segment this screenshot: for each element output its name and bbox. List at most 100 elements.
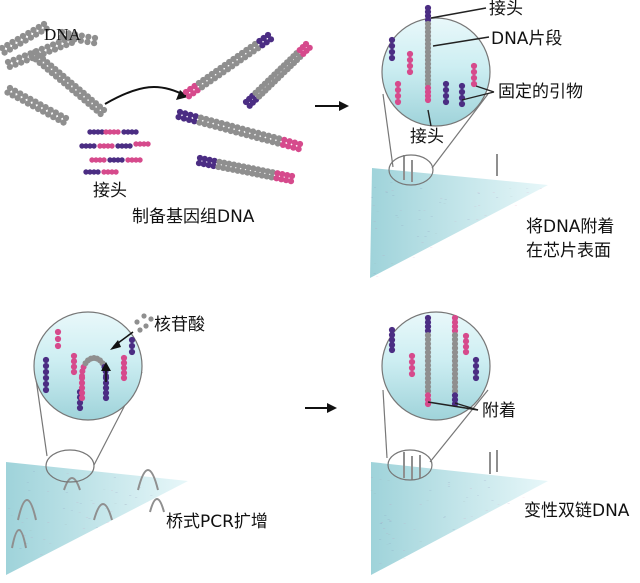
bead <box>19 97 26 104</box>
bead <box>42 374 50 382</box>
bead <box>191 118 198 125</box>
bead <box>101 169 107 175</box>
zoom-line <box>431 93 489 169</box>
bead <box>120 364 128 372</box>
bead <box>57 44 64 51</box>
bead <box>190 90 197 97</box>
bead <box>115 157 121 163</box>
bead <box>113 169 119 175</box>
bead <box>295 146 302 153</box>
bead <box>274 170 281 177</box>
chip-surface <box>370 168 548 278</box>
bead <box>83 169 89 175</box>
bead <box>87 143 93 149</box>
bead <box>48 70 56 77</box>
bead <box>250 165 257 172</box>
bead <box>78 384 86 392</box>
bead <box>424 366 432 373</box>
bead <box>234 124 241 131</box>
bead <box>56 76 64 83</box>
bead <box>111 129 117 135</box>
bead <box>52 109 59 116</box>
bead <box>16 54 23 61</box>
bead <box>213 67 220 75</box>
adapter-cluster <box>79 129 151 175</box>
bead <box>204 73 211 81</box>
bead <box>451 332 459 339</box>
bead <box>442 98 450 106</box>
bead <box>50 41 57 48</box>
bead <box>424 319 432 326</box>
bead <box>442 86 450 94</box>
bead <box>18 59 25 66</box>
bead <box>288 172 296 180</box>
bead <box>197 114 204 121</box>
bead <box>1 49 8 56</box>
label-adapter-bottom: 接头 <box>410 127 444 147</box>
bead <box>210 162 217 170</box>
bead <box>472 374 480 382</box>
bead <box>109 169 115 175</box>
bead <box>40 20 48 28</box>
nucleotide-bead <box>134 319 140 325</box>
bead <box>64 35 71 42</box>
bead <box>83 143 89 149</box>
bead <box>253 134 260 142</box>
bead <box>451 388 459 395</box>
nucleotide-bead <box>141 313 147 319</box>
bead <box>115 129 121 135</box>
bead <box>234 167 241 174</box>
label-dna-fragment: DNA片段 <box>491 29 562 49</box>
bead <box>32 56 39 63</box>
bead <box>145 141 151 147</box>
bead <box>286 138 293 145</box>
bead <box>470 68 478 76</box>
bead <box>243 46 250 54</box>
bead <box>451 362 459 369</box>
bead <box>207 78 214 85</box>
bead <box>249 128 257 135</box>
bead <box>102 394 110 402</box>
bead <box>9 92 16 99</box>
bead <box>211 157 218 164</box>
bead <box>35 23 42 31</box>
bead <box>472 362 480 370</box>
bead <box>133 129 139 135</box>
bead <box>19 32 27 40</box>
bead <box>248 133 255 140</box>
zoom-line <box>382 93 394 168</box>
bead <box>230 55 237 63</box>
bead <box>137 141 143 147</box>
bead <box>91 143 97 149</box>
bead <box>35 105 42 113</box>
bead <box>270 133 277 141</box>
prep-arrow <box>104 86 187 105</box>
surface-zoom-spot <box>388 154 434 186</box>
bead <box>205 162 212 169</box>
bead <box>23 57 30 64</box>
bead <box>220 69 227 76</box>
bead <box>244 127 251 134</box>
bead <box>128 348 136 356</box>
bead <box>287 178 295 185</box>
dna-strands <box>0 20 108 126</box>
bead <box>388 36 396 44</box>
zoom-line <box>34 371 48 457</box>
bead <box>220 164 227 171</box>
bead <box>95 169 101 175</box>
bead <box>21 52 28 59</box>
bead <box>237 57 244 64</box>
bead <box>226 160 233 167</box>
bead <box>424 327 432 334</box>
bead <box>0 44 6 52</box>
bead <box>78 379 86 387</box>
bead <box>42 362 50 370</box>
bead <box>408 370 416 378</box>
bead <box>24 100 31 107</box>
bead <box>216 158 223 165</box>
chip-surface <box>6 462 188 575</box>
bead <box>109 143 115 149</box>
bead <box>424 396 432 403</box>
bead <box>129 129 135 135</box>
